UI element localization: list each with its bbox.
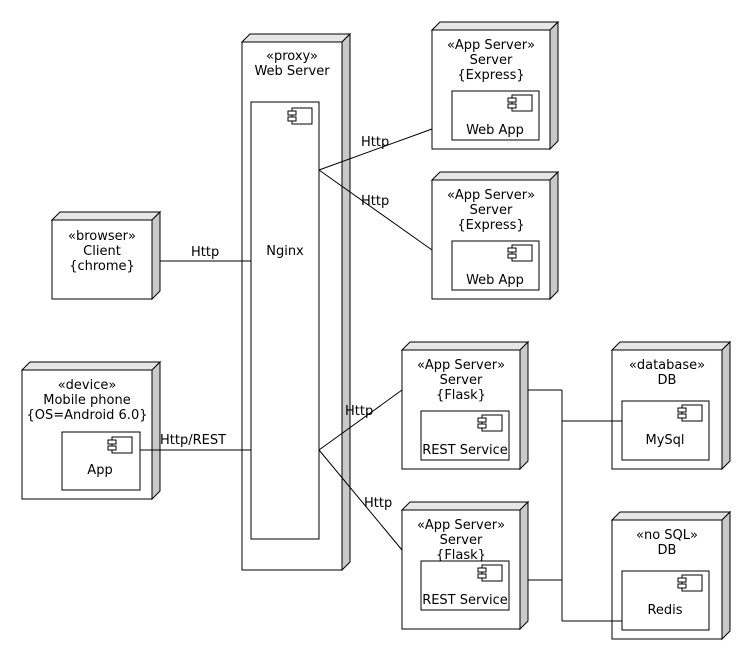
node-name: Server <box>440 533 483 548</box>
component-mysql[interactable]: MySql <box>621 400 710 461</box>
component-app[interactable]: App <box>61 431 141 491</box>
component-icon <box>477 564 503 582</box>
component-icon <box>507 244 533 262</box>
component-label: App <box>87 463 112 478</box>
node-stereotype: «database» <box>629 358 705 373</box>
connector-label: Http <box>361 135 389 150</box>
node-name: Mobile phone <box>43 393 130 408</box>
node-stereotype: «no SQL» <box>636 528 698 543</box>
node-stereotype: «App Server» <box>447 38 535 53</box>
component-icon <box>677 404 703 422</box>
component-label: Nginx <box>266 244 304 259</box>
node-stereotype: «App Server» <box>447 188 535 203</box>
connector-nginx-webapp-1[interactable]: Http <box>318 128 433 171</box>
connector-nginx-rest-1[interactable]: Http <box>318 389 403 451</box>
component-icon <box>107 436 133 454</box>
node-name: Client <box>83 244 121 259</box>
connector-label: Http <box>345 404 373 419</box>
node-client[interactable]: «browser» Client {chrome} <box>50 210 162 301</box>
node-tag: {chrome} <box>69 259 135 274</box>
node-stereotype: «browser» <box>68 229 136 244</box>
connector-label: Http <box>364 496 392 511</box>
component-icon <box>507 94 533 112</box>
connector-label: Http <box>361 194 389 209</box>
component-icon <box>287 107 313 125</box>
component-label: Web App <box>466 123 524 138</box>
component-icon <box>477 414 503 432</box>
component-icon <box>677 574 703 592</box>
component-redis[interactable]: Redis <box>621 570 710 631</box>
node-tag: {Flask} <box>436 548 486 563</box>
node-name: Server <box>470 53 513 68</box>
connector-app-nginx[interactable]: Http/REST <box>140 433 251 451</box>
connector-nginx-rest-2[interactable]: Http <box>318 449 403 551</box>
component-label: REST Service <box>422 593 508 608</box>
connector-nginx-webapp-2[interactable]: Http <box>318 169 433 251</box>
connector-label: Http/REST <box>160 433 226 448</box>
node-stereotype: «proxy» <box>266 49 318 64</box>
connector-label: Http <box>191 245 219 260</box>
component-rest-service-1[interactable]: REST Service <box>420 410 510 461</box>
node-name: Server <box>470 203 513 218</box>
component-nginx[interactable]: Nginx <box>250 101 320 540</box>
node-tag: {Flask} <box>436 388 486 403</box>
node-tag: {OS=Android 6.0} <box>27 408 148 423</box>
node-name: Server <box>440 373 483 388</box>
node-tag: {Express} <box>457 68 524 83</box>
component-web-app-1[interactable]: Web App <box>451 90 540 141</box>
node-stereotype: «device» <box>58 378 117 393</box>
connector-client-nginx[interactable]: Http <box>160 245 251 262</box>
node-stereotype: «App Server» <box>417 518 505 533</box>
component-label: REST Service <box>422 443 508 458</box>
component-web-app-2[interactable]: Web App <box>451 240 540 291</box>
node-name: DB <box>658 543 677 558</box>
component-label: Redis <box>647 603 682 618</box>
component-rest-service-2[interactable]: REST Service <box>420 560 510 611</box>
node-stereotype: «App Server» <box>417 358 505 373</box>
connector-flask-databases[interactable] <box>528 389 622 622</box>
component-label: MySql <box>645 433 684 448</box>
node-tag: {Express} <box>457 218 524 233</box>
component-label: Web App <box>466 273 524 288</box>
node-name: Web Server <box>254 64 330 79</box>
node-name: DB <box>658 373 677 388</box>
